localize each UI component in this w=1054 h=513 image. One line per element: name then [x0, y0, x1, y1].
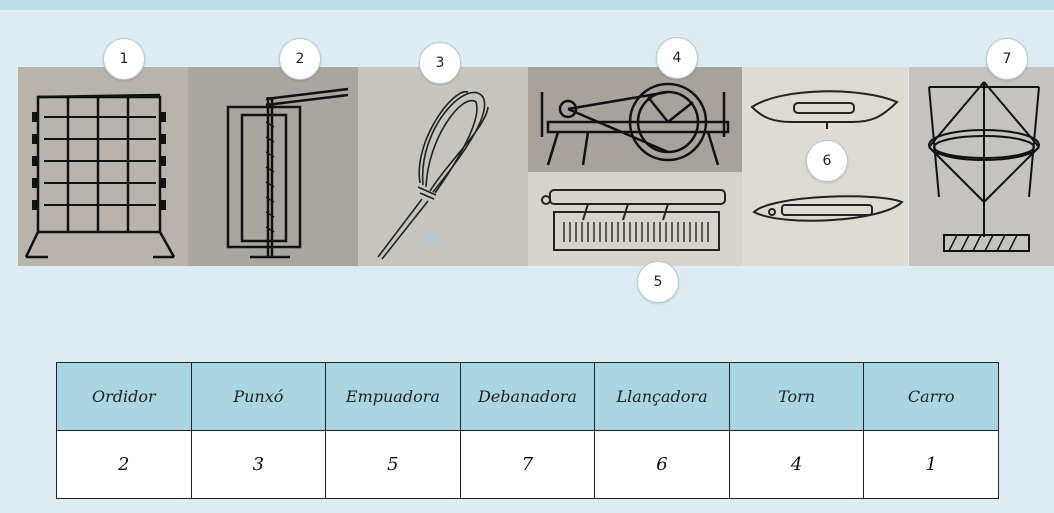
header-cell: Torn — [728, 362, 865, 431]
header-cell: Ordidor — [56, 362, 192, 431]
whisk-tool-icon — [377, 91, 489, 260]
illustration-4 — [528, 67, 742, 172]
table-header-row: Ordidor Punxó Empuadora Debanadora Llanç… — [56, 362, 999, 431]
header-cell: Debanadora — [459, 362, 596, 431]
number-badge-1: 1 — [103, 38, 145, 80]
number-badge-7: 7 — [986, 38, 1028, 80]
loom-reed-icon — [541, 189, 726, 251]
value-cell[interactable]: 1 — [863, 430, 999, 499]
value-cell[interactable]: 7 — [459, 430, 596, 499]
illustration-2 — [188, 67, 358, 266]
value-cell[interactable]: 3 — [190, 430, 327, 499]
skein-winder-icon — [226, 87, 349, 259]
number-badge-3: 3 — [419, 42, 461, 84]
tool-number-table: Ordidor Punxó Empuadora Debanadora Llanç… — [56, 362, 999, 499]
number-badge-6: 6 — [806, 140, 848, 182]
value-cell[interactable]: 2 — [56, 430, 192, 499]
table-value-row: 2 3 5 7 6 4 1 — [56, 430, 999, 499]
small-square — [424, 232, 438, 244]
header-cell: Llançadora — [594, 362, 730, 431]
value-cell[interactable]: 6 — [594, 430, 730, 499]
header-cell: Punxó — [190, 362, 327, 431]
top-border — [0, 0, 1054, 10]
number-badge-2: 2 — [279, 38, 321, 80]
number-badge-4: 4 — [656, 37, 698, 79]
value-cell[interactable]: 5 — [325, 430, 461, 499]
value-cell[interactable]: 4 — [728, 430, 865, 499]
swift-reel-icon — [928, 81, 1040, 252]
warping-frame-icon — [24, 93, 176, 259]
illustration-3 — [358, 67, 528, 266]
header-cell: Empuadora — [325, 362, 461, 431]
illustration-5 — [528, 172, 742, 266]
spinning-wheel-icon — [540, 82, 730, 166]
number-badge-5: 5 — [637, 261, 679, 303]
header-cell: Carro — [863, 362, 999, 431]
illustration-7 — [909, 67, 1054, 266]
illustration-1 — [18, 67, 188, 266]
shuttle-icon — [750, 90, 904, 222]
